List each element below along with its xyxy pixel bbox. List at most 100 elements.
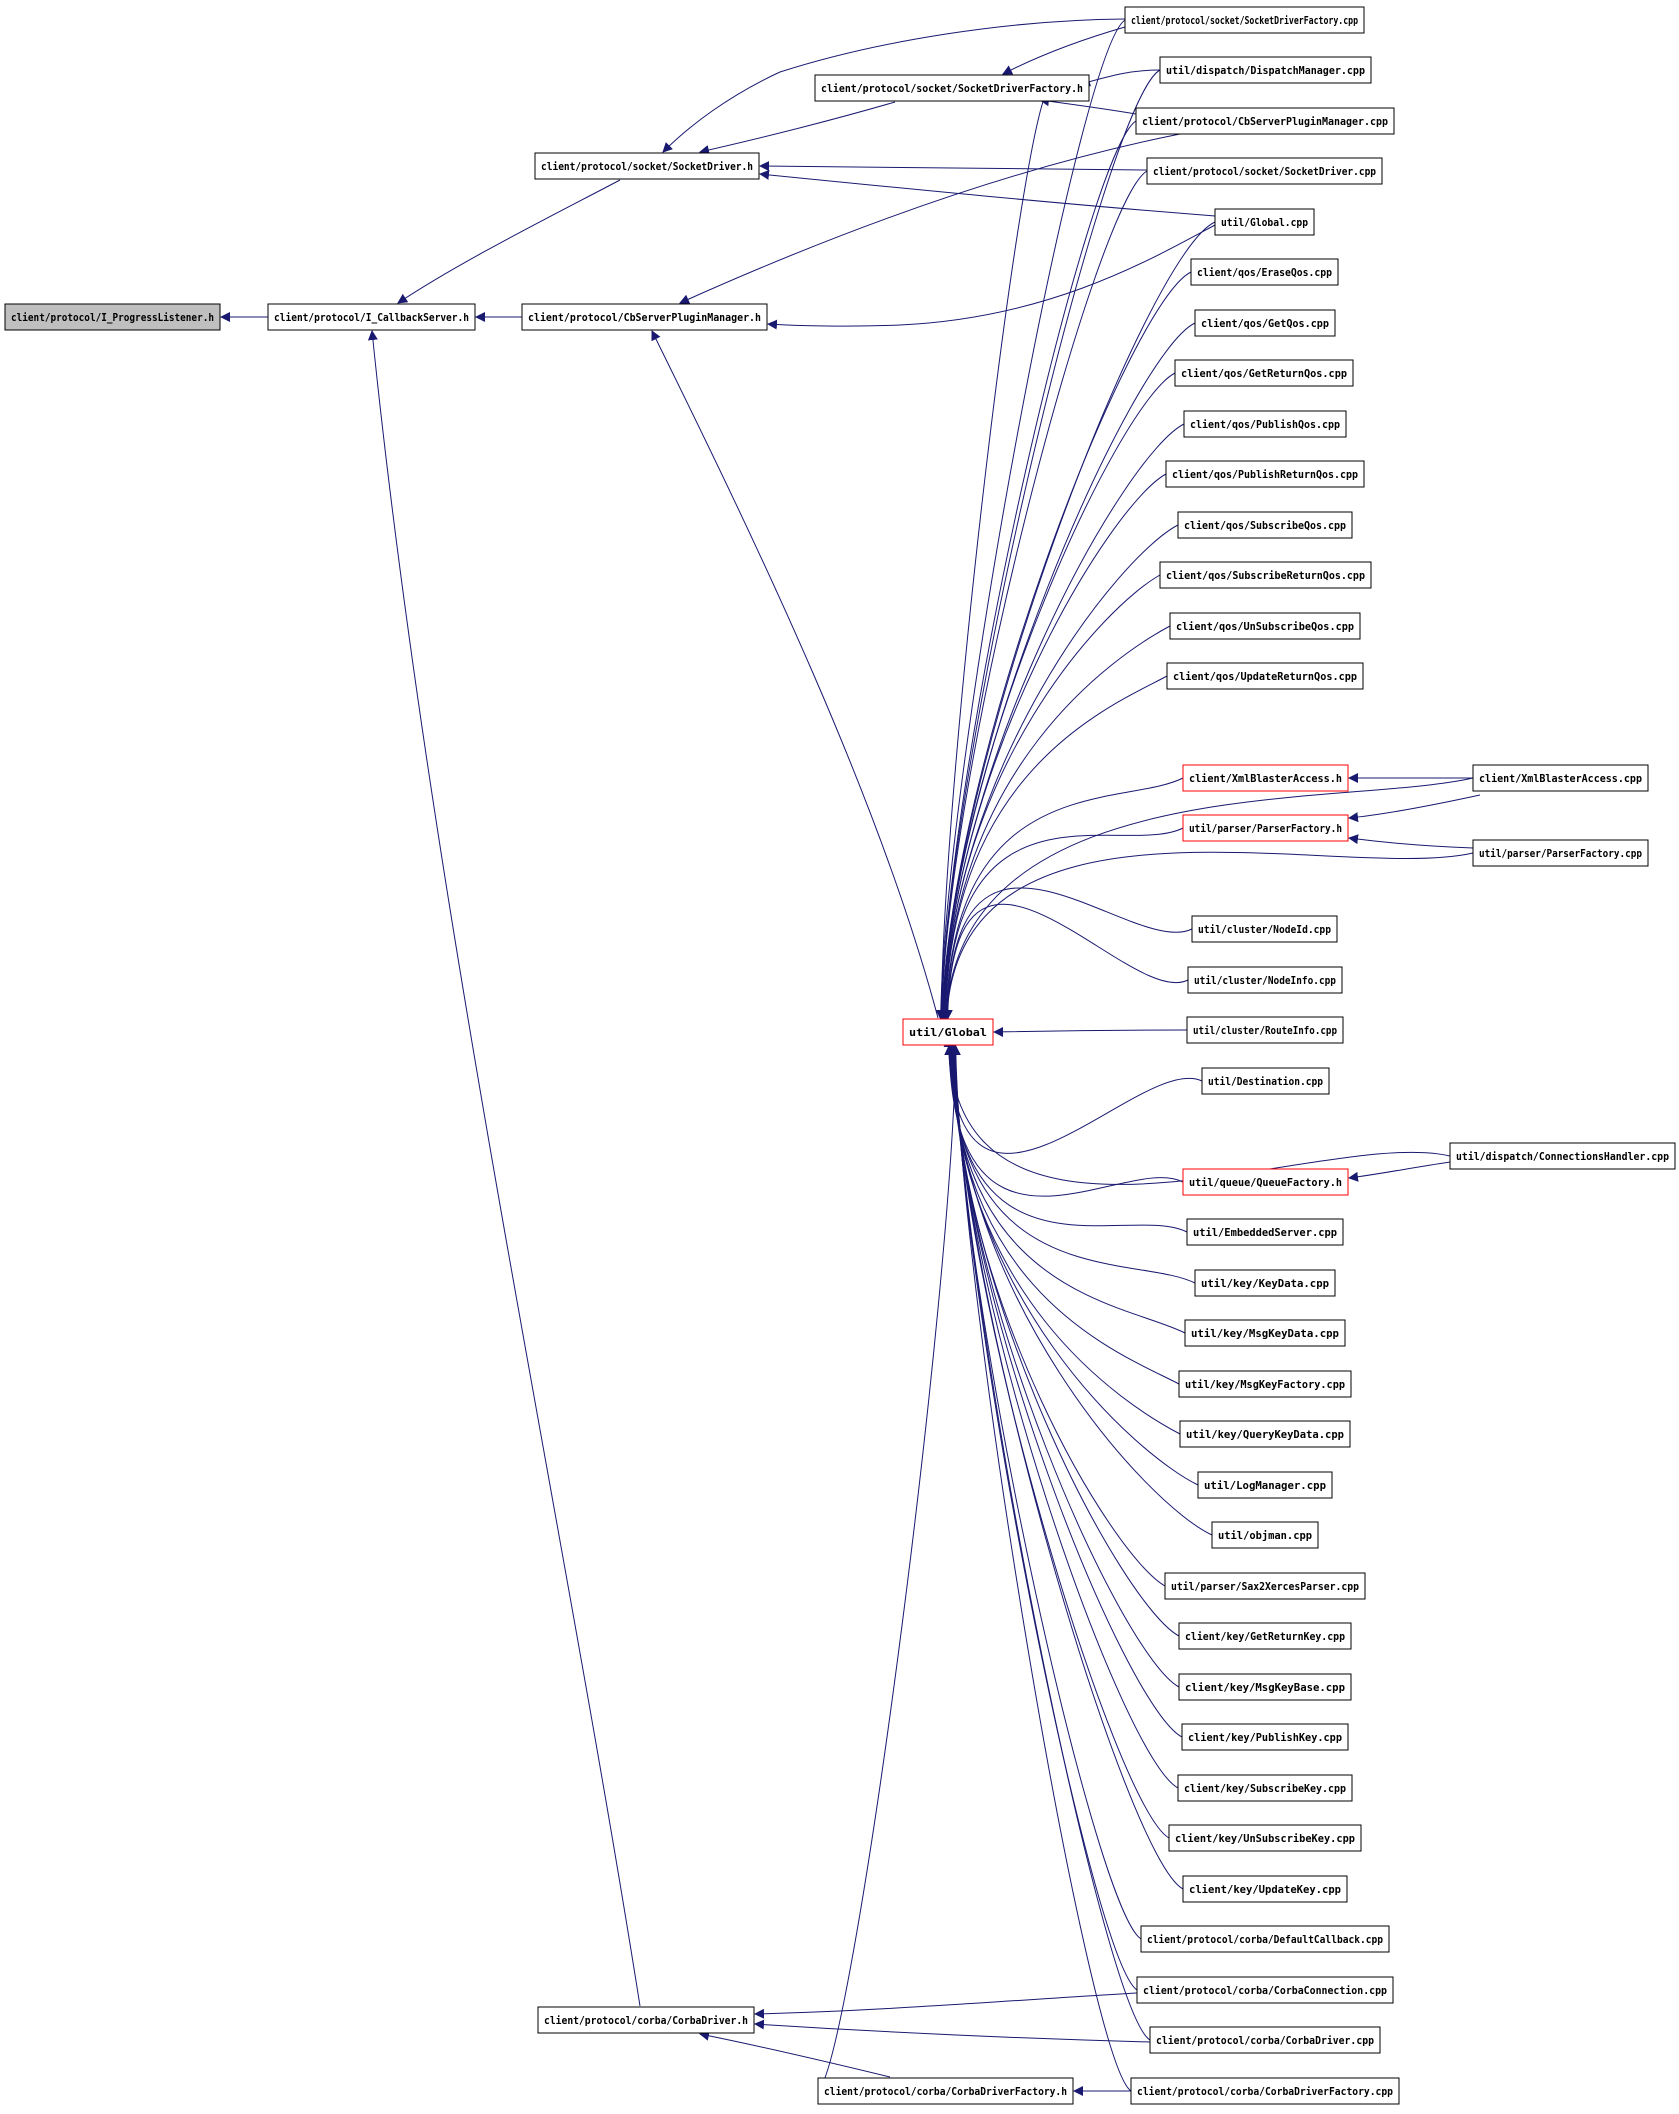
- node-box: [1182, 1168, 1349, 1196]
- node-label: util/parser/Sax2XercesParser.cpp: [1171, 1580, 1359, 1593]
- node-label: client/protocol/I_CallbackServer.h: [274, 311, 469, 324]
- node-label: util/key/KeyData.cpp: [1201, 1277, 1329, 1290]
- node-box: [1179, 1420, 1351, 1448]
- node-box: [1181, 1723, 1349, 1751]
- graph-node[interactable]: client/qos/UpdateReturnQos.cpp: [1166, 662, 1364, 690]
- graph-node[interactable]: client/qos/SubscribeQos.cpp: [1177, 511, 1353, 539]
- node-box: [1146, 157, 1383, 185]
- node-box: [1168, 1824, 1362, 1852]
- edge-n44-to-n10: [949, 1045, 1142, 1940]
- graph-node[interactable]: client/protocol/corba/CorbaDriver.h: [537, 2006, 755, 2034]
- graph-node[interactable]: util/objman.cpp: [1211, 1521, 1319, 1549]
- graph-node[interactable]: util/EmbeddedServer.cpp: [1186, 1218, 1344, 1246]
- graph-node[interactable]: util/LogManager.cpp: [1197, 1471, 1333, 1499]
- node-label: client/protocol/corba/CorbaDriverFactory…: [824, 2085, 1067, 2098]
- graph-node[interactable]: client/protocol/socket/SocketDriver.cpp: [1146, 157, 1383, 185]
- graph-node[interactable]: client/protocol/socket/SocketDriver.h: [534, 152, 760, 180]
- graph-node[interactable]: util/cluster/RouteInfo.cpp: [1186, 1016, 1344, 1044]
- node-box: [814, 74, 1090, 102]
- graph-node[interactable]: util/key/QueryKeyData.cpp: [1179, 1420, 1351, 1448]
- graph-node[interactable]: util/key/MsgKeyFactory.cpp: [1178, 1370, 1352, 1398]
- graph-node[interactable]: util/Global.cpp: [1214, 208, 1315, 236]
- graph-node[interactable]: client/qos/SubscribeReturnQos.cpp: [1159, 561, 1372, 589]
- edge-n48-to-n10: [817, 1045, 961, 2092]
- node-label: client/qos/GetReturnQos.cpp: [1181, 367, 1347, 380]
- graph-node[interactable]: client/protocol/corba/CorbaConnection.cp…: [1136, 1976, 1394, 2004]
- graph-node[interactable]: client/key/UnSubscribeKey.cpp: [1168, 1824, 1362, 1852]
- edge-n10-to-n2: [651, 330, 939, 1019]
- node-box: [1136, 1976, 1394, 2004]
- graph-node[interactable]: client/protocol/CbServerPluginManager.cp…: [1135, 107, 1395, 135]
- graph-node[interactable]: util/key/KeyData.cpp: [1194, 1269, 1336, 1297]
- edge-n9-to-n3: [759, 169, 1216, 217]
- graph-node[interactable]: client/qos/PublishReturnQos.cpp: [1165, 460, 1365, 488]
- graph-node[interactable]: util/key/MsgKeyData.cpp: [1184, 1319, 1346, 1347]
- edge-n45-to-n10: [950, 1045, 1138, 1991]
- edge-n21-to-n22: [1348, 794, 1481, 823]
- node-label: client/key/UpdateKey.cpp: [1189, 1883, 1341, 1896]
- node-box: [1214, 208, 1315, 236]
- node-box: [1178, 1370, 1352, 1398]
- graph-node[interactable]: client/qos/GetQos.cpp: [1194, 309, 1336, 337]
- graph-node[interactable]: util/Destination.cpp: [1201, 1067, 1330, 1095]
- graph-node[interactable]: client/key/GetReturnKey.cpp: [1178, 1622, 1352, 1650]
- graph-node[interactable]: util/parser/Sax2XercesParser.cpp: [1164, 1572, 1366, 1600]
- graph-node[interactable]: client/XmlBlasterAccess.cpp: [1472, 764, 1649, 792]
- graph-node[interactable]: util/dispatch/DispatchManager.cpp: [1159, 56, 1372, 84]
- node-label: client/protocol/CbServerPluginManager.cp…: [1142, 115, 1388, 128]
- node-label: client/key/UnSubscribeKey.cpp: [1175, 1832, 1355, 1845]
- edge-n11-to-n10: [937, 271, 1192, 1020]
- node-box: [1159, 561, 1372, 589]
- node-label: client/qos/EraseQos.cpp: [1197, 266, 1332, 279]
- graph-node[interactable]: client/key/SubscribeKey.cpp: [1177, 1774, 1353, 1802]
- node-box: [1449, 1142, 1676, 1170]
- node-box: [902, 1018, 994, 1046]
- node-label: util/EmbeddedServer.cpp: [1193, 1226, 1337, 1239]
- graph-node[interactable]: util/dispatch/ConnectionsHandler.cpp: [1449, 1142, 1676, 1170]
- edge-n37-to-n10: [947, 1045, 1166, 1587]
- node-box: [1182, 1875, 1348, 1903]
- graph-node[interactable]: client/key/PublishKey.cpp: [1181, 1723, 1349, 1751]
- edge-n17-to-n10: [939, 574, 1161, 1020]
- edge-n8-to-n3: [759, 161, 1148, 172]
- graph-node[interactable]: client/qos/EraseQos.cpp: [1190, 258, 1339, 286]
- graph-node[interactable]: util/parser/ParserFactory.h: [1182, 814, 1349, 842]
- edge-n47-to-n46: [754, 2019, 1151, 2043]
- node-label: client/qos/PublishReturnQos.cpp: [1172, 468, 1358, 481]
- graph-node[interactable]: client/protocol/corba/CorbaDriverFactory…: [1130, 2077, 1400, 2105]
- graph-node[interactable]: client/protocol/CbServerPluginManager.h: [521, 303, 768, 331]
- graph-node[interactable]: client/qos/PublishQos.cpp: [1183, 410, 1347, 438]
- graph-node[interactable]: client/qos/GetReturnQos.cpp: [1174, 359, 1354, 387]
- edge-n6-to-n4: [1080, 69, 1161, 87]
- node-box: [1190, 258, 1339, 286]
- graph-node[interactable]: client/protocol/socket/SocketDriverFacto…: [814, 74, 1090, 102]
- graph-node[interactable]: util/parser/ParserFactory.cpp: [1472, 839, 1649, 867]
- graph-node[interactable]: client/key/MsgKeyBase.cpp: [1178, 1673, 1352, 1701]
- graph-node[interactable]: client/protocol/corba/CorbaDriver.cpp: [1149, 2026, 1381, 2054]
- edge-n9-to-n2: [767, 224, 1216, 330]
- graph-node[interactable]: util/Global: [902, 1018, 994, 1046]
- node-box: [1187, 966, 1343, 994]
- node-label: client/protocol/corba/CorbaDriverFactory…: [1137, 2085, 1393, 2098]
- graph-node[interactable]: util/cluster/NodeId.cpp: [1191, 915, 1338, 943]
- node-label: client/protocol/CbServerPluginManager.h: [528, 311, 761, 324]
- graph-node[interactable]: util/queue/QueueFactory.h: [1182, 1168, 1349, 1196]
- node-box: [1130, 2077, 1400, 2105]
- node-box: [1159, 56, 1372, 84]
- graph-node[interactable]: client/key/UpdateKey.cpp: [1182, 1875, 1348, 1903]
- graph-node[interactable]: client/protocol/socket/SocketDriverFacto…: [1124, 6, 1365, 34]
- node-label: client/protocol/I_ProgressListener.h: [11, 311, 214, 324]
- edge-n3-to-n1: [397, 179, 621, 304]
- node-label: client/key/SubscribeKey.cpp: [1184, 1782, 1346, 1795]
- graph-node[interactable]: util/cluster/NodeInfo.cpp: [1187, 966, 1343, 994]
- graph-node[interactable]: client/XmlBlasterAccess.h: [1182, 764, 1349, 792]
- node-label: client/qos/PublishQos.cpp: [1190, 418, 1340, 431]
- graph-node[interactable]: client/protocol/I_CallbackServer.h: [267, 303, 476, 331]
- node-box: [1174, 359, 1354, 387]
- node-label: client/key/PublishKey.cpp: [1188, 1731, 1342, 1744]
- edge-n6-to-n10: [936, 69, 1161, 1020]
- graph-node[interactable]: client/qos/UnSubscribeQos.cpp: [1169, 612, 1361, 640]
- edge-n7-to-n2: [679, 133, 1181, 304]
- graph-node[interactable]: client/protocol/corba/CorbaDriverFactory…: [817, 2077, 1074, 2105]
- graph-node[interactable]: client/protocol/corba/DefaultCallback.cp…: [1140, 1925, 1390, 1953]
